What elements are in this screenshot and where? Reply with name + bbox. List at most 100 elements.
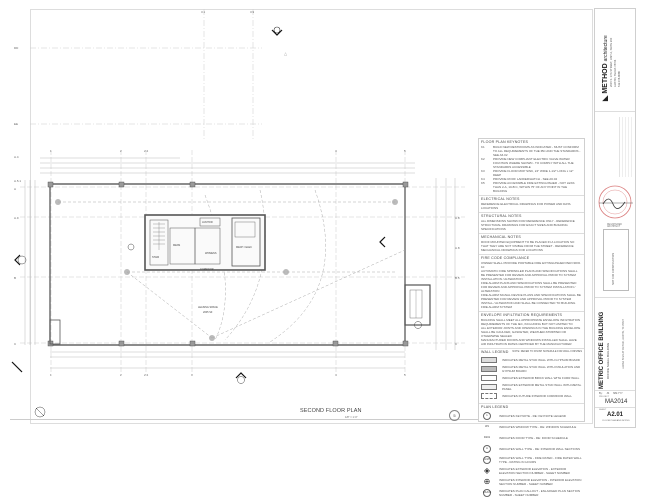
building-core bbox=[144, 214, 266, 271]
wall-legend-item: INDICATES FUTURE INTERIOR CORRIDOR WALL bbox=[502, 394, 573, 398]
title-underline bbox=[10, 419, 480, 420]
project-subtitle: OFFICE SHELL BUILDING bbox=[606, 342, 610, 379]
svg-text:2.4: 2.4 bbox=[144, 149, 149, 153]
wall-swatch bbox=[481, 375, 497, 381]
svg-text:2: 2 bbox=[120, 149, 122, 153]
svg-text:STAIR: STAIR bbox=[152, 256, 159, 259]
keynotes-title: FLOOR PLAN KEYNOTES bbox=[481, 140, 529, 144]
svg-text:C: C bbox=[14, 342, 17, 346]
svg-text:MECH / ELEC: MECH / ELEC bbox=[236, 246, 252, 249]
fire-code-item: OWNER SHALL PROVIDE PORTABLE FIRE EXTING… bbox=[481, 261, 581, 269]
wall-legend-item: INDICATES EXTERIOR METAL STUD WALL WITH … bbox=[502, 383, 582, 391]
svg-text:2.4: 2.4 bbox=[144, 373, 149, 377]
svg-text:4: 4 bbox=[335, 149, 337, 153]
title-block: ◣ METHOD architecture 2015 S. 17th STREE… bbox=[594, 8, 636, 428]
keynote-text: PROVIDE FLOOR MOP SINK, 24" WIDE 1-1/2" … bbox=[493, 169, 574, 177]
keynote-text: PROVIDE NEW COMPLIANT ELECTRIC VALVE WAT… bbox=[493, 157, 574, 169]
svg-text:5: 5 bbox=[404, 149, 406, 153]
structural-notes-title: STRUCTURAL NOTES bbox=[481, 214, 522, 218]
svg-text:3.9: 3.9 bbox=[250, 10, 255, 14]
keynote-text: PROVIDE ROOF LADDER/HATCH - SEE A6.02 bbox=[493, 177, 558, 181]
firm-name: ◣ METHOD architecture bbox=[602, 35, 609, 101]
svg-text:3.1: 3.1 bbox=[201, 10, 206, 14]
svg-text:1: 1 bbox=[50, 149, 52, 153]
plan-legend-item: INDICATES WALL TYPE - RE: INTERIOR WALL … bbox=[499, 447, 580, 451]
svg-text:EE: EE bbox=[14, 122, 18, 126]
keynote-text: PROVIDE ACCESSIBLE FIRE EXTINGUISHER - N… bbox=[493, 181, 575, 193]
svg-text:MENS: MENS bbox=[173, 244, 181, 247]
mechanical-notes-section: MECHANICAL NOTES ROOF MOUNTED EQUIPMENT … bbox=[479, 234, 584, 255]
structural-notes-text: ALL DIMENSIONS SHOWN FOR REFERENCE ONLY … bbox=[481, 219, 575, 231]
wall-legend-note: NOTE: REFER TO FINISH SCHEDULE FOR WALL … bbox=[512, 350, 582, 353]
svg-text:5: 5 bbox=[404, 373, 406, 377]
svg-text:A.9: A.9 bbox=[14, 216, 19, 220]
fire-rated-wall-tag-icon: A/1H bbox=[481, 456, 493, 464]
wall-swatch bbox=[481, 384, 497, 390]
svg-text:B.5: B.5 bbox=[455, 276, 460, 280]
project-number-label: PROJECT bbox=[599, 396, 610, 398]
mechanical-notes-text: ROOF MOUNTED EQUIPMENT TO BE PLACED IN A… bbox=[481, 240, 575, 252]
fire-code-item: FIRE ALARM PLANS AND SPECIFICATIONS SHAL… bbox=[481, 281, 577, 293]
seal-label: REGISTERED ARCHITECT bbox=[607, 224, 622, 228]
fire-code-title: FIRE CODE COMPLIANCE bbox=[481, 256, 530, 260]
architect-seal-icon bbox=[598, 185, 633, 219]
elevation-marker-top bbox=[271, 26, 283, 36]
wall-legend-item: INDICATES METAL STUD WALL WITH INSULATIO… bbox=[502, 365, 581, 373]
revision-table bbox=[619, 117, 634, 177]
envelope-title: ENVELOPE INFILTRATION REQUIREMENTS bbox=[481, 313, 563, 317]
project-name: METRIC OFFICE BUILDING bbox=[599, 311, 605, 389]
keynote-text: BUILD NEW RESTROOMS AS INDICATED - MUST … bbox=[493, 145, 581, 157]
wall-swatch bbox=[481, 393, 497, 399]
plan-legend-item: INDICATES DOOR TYPE - RE: DOOR SCHEDULE bbox=[499, 436, 568, 440]
drawing-sheet: DD EE 3.1 3.9 △ bbox=[10, 8, 636, 497]
envelope-item: ALL EXTERIOR JOINTS AND OPENINGS IN THE … bbox=[481, 326, 581, 338]
svg-text:3: 3 bbox=[191, 373, 193, 377]
wall-legend-item: INDICATES EXTERIOR BRICK WALL WITH FURR … bbox=[502, 376, 580, 380]
drawing-title: SECOND FLOOR PLAN bbox=[300, 408, 362, 414]
svg-text:CORRIDOR: CORRIDOR bbox=[200, 268, 214, 271]
svg-text:A.8: A.8 bbox=[455, 246, 460, 250]
floor-plan: DD EE 3.1 3.9 △ bbox=[10, 9, 480, 421]
svg-text:JANITOR: JANITOR bbox=[202, 221, 213, 224]
plan-legend-item: INDICATES INTERIOR ELEVATION - INTERIOR … bbox=[499, 478, 582, 486]
envelope-item: BUILDING SHALL MEET ALL APPROPRIATE ENVE… bbox=[481, 318, 581, 326]
sheet-name: FLOOR PLAN AND NOTES bbox=[602, 420, 630, 422]
svg-text:WOMENS: WOMENS bbox=[205, 252, 217, 255]
firm-phone: 512.476.8086 bbox=[618, 71, 621, 87]
electrical-notes-title: ELECTRICAL NOTES bbox=[481, 197, 520, 201]
svg-text:2005 SF: 2005 SF bbox=[203, 311, 213, 314]
plan-legend-item: INDICATES PLAN CALLOUT - ENLARGED PLAN S… bbox=[499, 489, 581, 497]
mechanical-notes-title: MECHANICAL NOTES bbox=[481, 235, 522, 239]
keynote-symbol-icon: 1 bbox=[481, 412, 493, 420]
envelope-item: MANUFACTURED DOORS AND WINDOWS INSTALLED… bbox=[481, 338, 577, 346]
sheet-label: SHEET bbox=[599, 409, 607, 411]
svg-text:A.8: A.8 bbox=[455, 216, 460, 220]
plan-legend-item: INDICATES WINDOW TYPE - RE: WINDOW SCHED… bbox=[499, 425, 577, 429]
plan-legend-title: PLAN LEGEND bbox=[481, 405, 509, 409]
fire-code-item: FIRE ALARM SIGNAL DEVICE PLANS AND SPECI… bbox=[481, 293, 581, 309]
sheet-border bbox=[30, 9, 593, 424]
firm-logo-icon: ◣ bbox=[602, 95, 609, 101]
svg-text:DD: DD bbox=[14, 46, 19, 50]
wall-legend-item: INDICATES METAL STUD WALL WITH GYPSUM BO… bbox=[502, 358, 580, 362]
svg-text:C: C bbox=[455, 342, 458, 346]
drawing-number: 5 bbox=[449, 410, 460, 421]
fire-code-item: AUTOMATIC FIRE SPRINKLER PLANS AND SPECI… bbox=[481, 269, 578, 281]
wall-type-tag-icon: A bbox=[481, 445, 493, 453]
sheet-number: A2.01 bbox=[607, 412, 624, 418]
svg-text:4: 4 bbox=[335, 373, 337, 377]
svg-text:LEASING SPACE: LEASING SPACE bbox=[198, 306, 218, 309]
seal-status: NOT FOR CONSTRUCTION bbox=[612, 252, 615, 285]
project-address: LAMAR BLVD AT METRIC, AUSTIN, TX 78727 bbox=[622, 319, 625, 369]
wall-swatch bbox=[481, 366, 497, 372]
wall-swatch bbox=[481, 357, 497, 363]
svg-text:A: A bbox=[14, 187, 16, 191]
exterior-elevation-marker-icon: ◈ bbox=[483, 466, 491, 475]
plan-callout-icon: 1/A3.01 bbox=[481, 489, 493, 497]
structural-notes-section: STRUCTURAL NOTES ALL DIMENSIONS SHOWN FO… bbox=[479, 213, 584, 234]
electrical-notes-section: ELECTRICAL NOTES REFERENCE ELECTRICAL DR… bbox=[479, 196, 584, 213]
svg-text:1: 1 bbox=[50, 373, 52, 377]
